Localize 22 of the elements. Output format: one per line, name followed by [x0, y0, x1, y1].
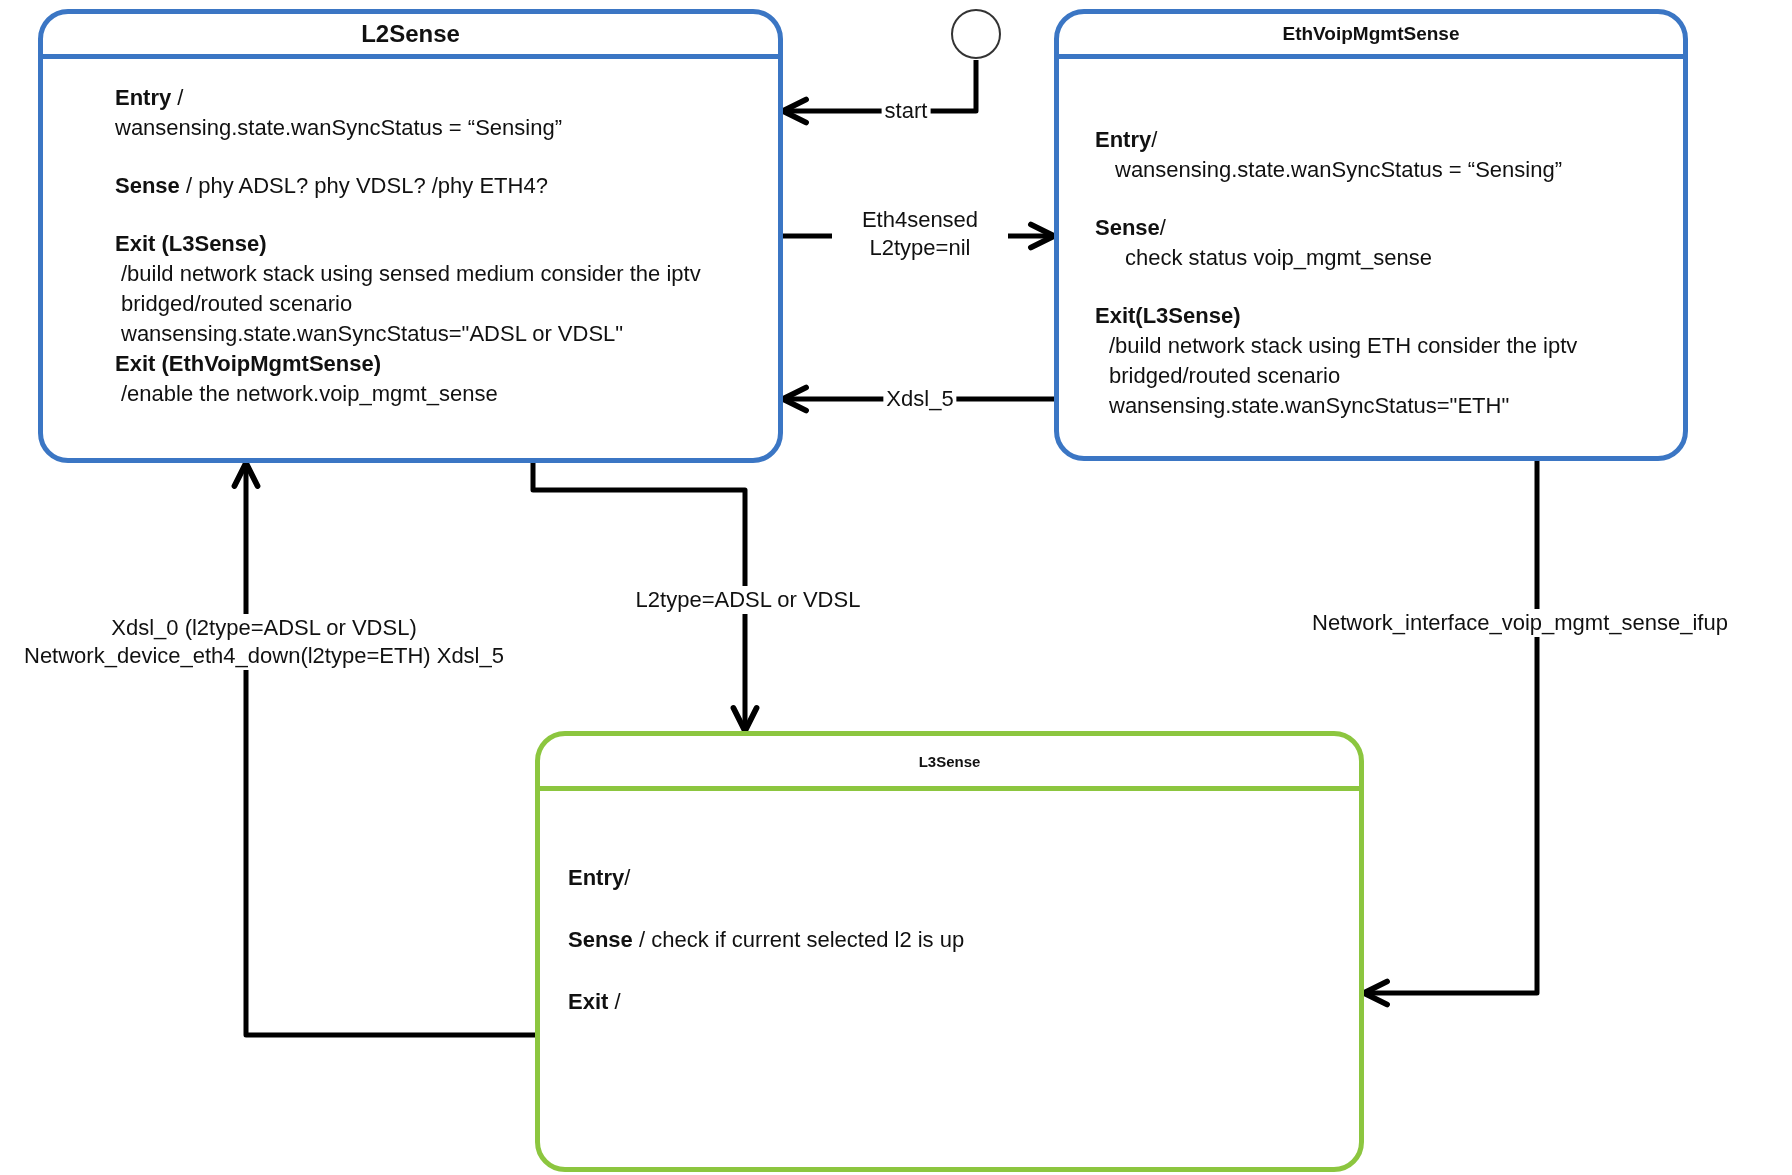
state-action-text: Sense / phy ADSL? phy VDSL? /phy ETH4? [115, 172, 548, 200]
state-title: EthVoipMgmtSense [1282, 23, 1460, 45]
state-action-text: /enable the network.voip_mgmt_sense [121, 380, 498, 408]
state-action-text: wansensing.state.wanSyncStatus = “Sensing” [1115, 156, 1562, 184]
state-action-text: Exit / [568, 988, 621, 1016]
state-box [1054, 9, 1688, 461]
state-action-text: Entry/ [568, 864, 631, 892]
state-box [535, 731, 1364, 1172]
state-title: L2Sense [361, 20, 460, 48]
state-action-text: Sense/ [1095, 214, 1166, 242]
state-title: L3Sense [918, 752, 981, 770]
state-action-text: Entry/ [1095, 126, 1158, 154]
state-action-text: Entry / [115, 84, 184, 112]
state-action-text: Sense / check if current selected l2 is up [568, 926, 965, 954]
state-action-text: wansensing.state.wanSyncStatus = “Sensing” [115, 114, 562, 142]
state-action-text: Exit (EthVoipMgmtSense) [115, 350, 382, 378]
state-action-text: /build network stack using ETH consider the iptv bridged/routed scenario wansensing.state.wanSyncStatus="ETH" [1109, 332, 1579, 420]
state-action-text: Exit (L3Sense) [115, 230, 267, 258]
state-box [38, 9, 783, 463]
state-action-text: Exit(L3Sense) [1095, 302, 1241, 330]
state-action-text: /build network stack using sensed medium consider the iptv bridged/routed scenario wansensing.state.wanSyncStatus="ADSL or VDSL" [121, 260, 702, 348]
state-action-text: check status voip_mgmt_sense [1125, 244, 1432, 272]
